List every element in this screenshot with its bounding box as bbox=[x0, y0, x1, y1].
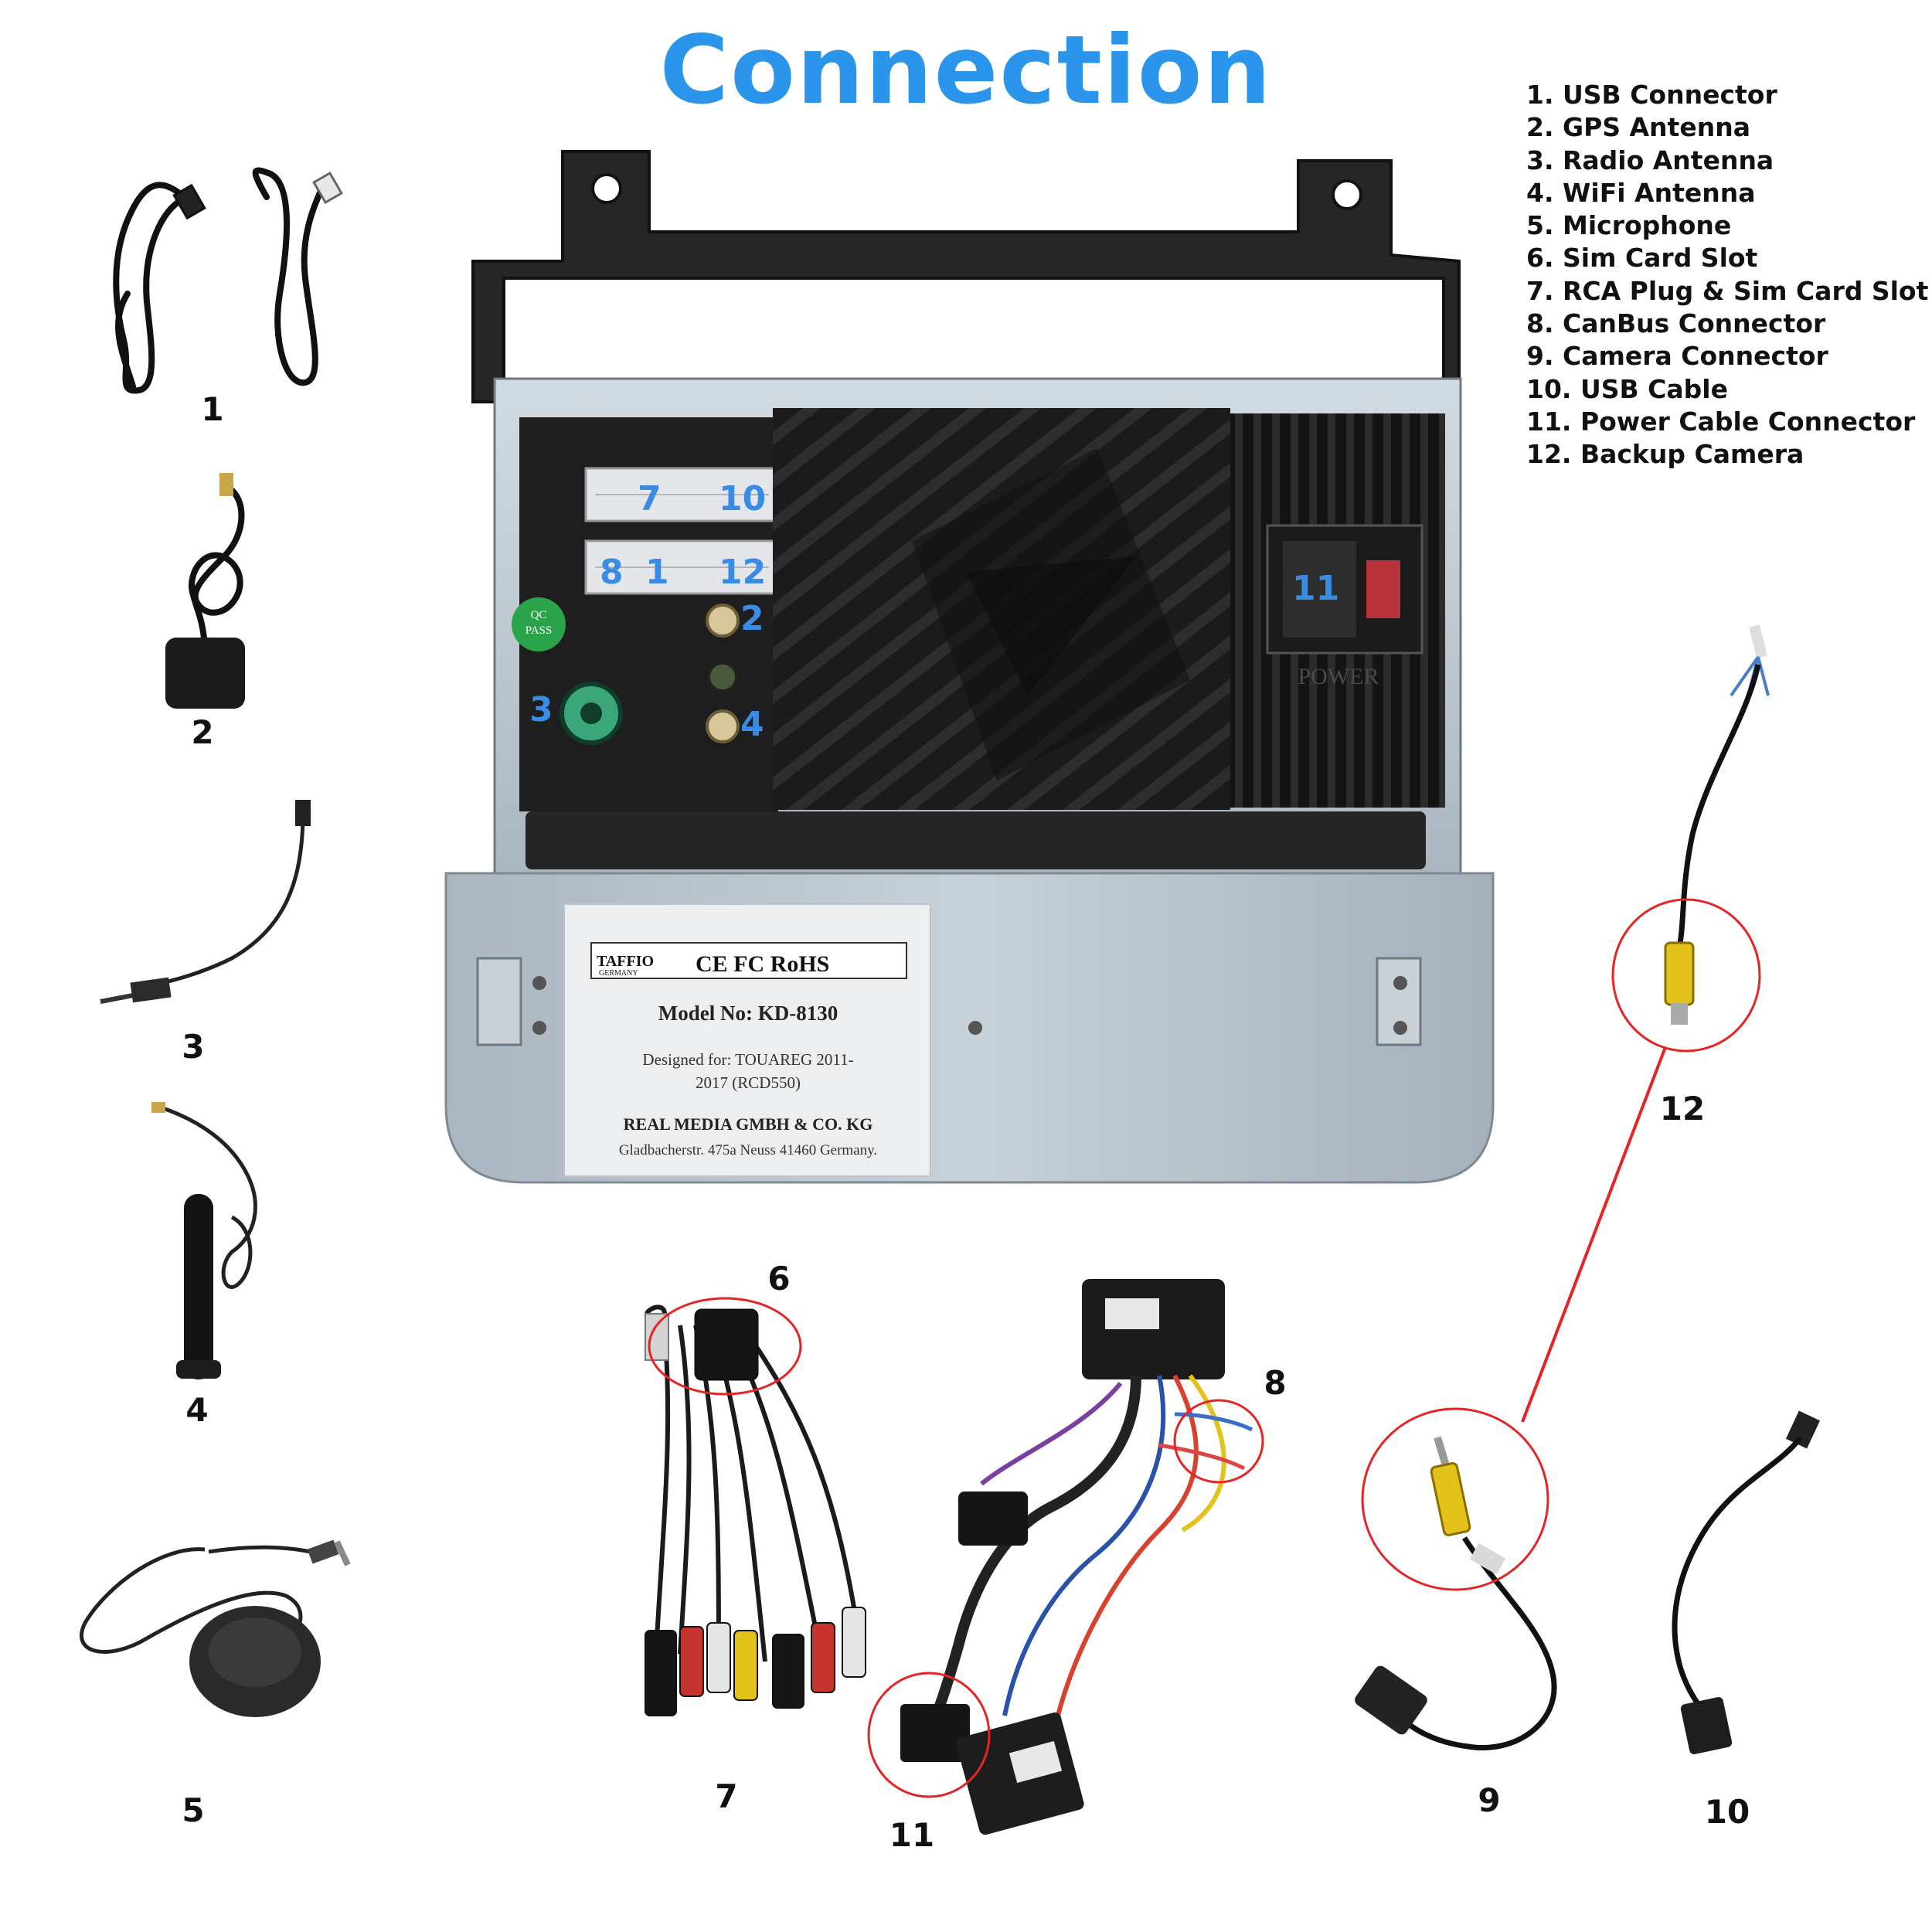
legend-item: 10. USB Cable bbox=[1526, 373, 1728, 404]
head-unit: QC PASS POWER bbox=[444, 150, 1495, 1184]
power-text: POWER bbox=[1298, 664, 1379, 689]
microphone bbox=[80, 1539, 351, 1717]
gps-puck bbox=[165, 638, 245, 709]
component-number-12: 12 bbox=[1659, 1090, 1706, 1128]
gps-socket bbox=[706, 604, 740, 638]
port-label-12: 12 bbox=[719, 553, 767, 592]
bracket-hole bbox=[591, 173, 622, 204]
backup-camera-cable bbox=[1664, 624, 1770, 1025]
power-connector bbox=[900, 1704, 970, 1762]
qc-text: QC bbox=[531, 609, 547, 621]
qc-text: PASS bbox=[526, 624, 552, 637]
usb-plug bbox=[1680, 1697, 1733, 1754]
mounting-bracket bbox=[471, 150, 1461, 403]
canbus-power-harness bbox=[900, 1279, 1253, 1835]
component-number-5: 5 bbox=[182, 1791, 205, 1829]
legend-item: 1. USB Connector bbox=[1526, 80, 1777, 110]
port-label-4: 4 bbox=[740, 705, 764, 744]
company-text: REAL MEDIA GMBH & CO. KG bbox=[624, 1114, 873, 1134]
rca-sim-harness bbox=[644, 1304, 866, 1716]
rca-plug-yellow bbox=[1664, 941, 1695, 1006]
designed-text: Designed for: TOUAREG 2011- bbox=[642, 1050, 853, 1069]
legend-item: 3. Radio Antenna bbox=[1526, 145, 1774, 175]
legend: 1. USB Connector 2. GPS Antenna 3. Radio… bbox=[1526, 79, 1928, 471]
component-number-9: 9 bbox=[1478, 1781, 1501, 1819]
legend-item: 8. CanBus Connector bbox=[1526, 308, 1826, 339]
4g-socket bbox=[707, 662, 738, 692]
usb-cable bbox=[1672, 1410, 1821, 1754]
port-label-10: 10 bbox=[719, 479, 767, 519]
component-number-11: 11 bbox=[889, 1816, 935, 1854]
component-number-2: 2 bbox=[191, 713, 214, 751]
component-number-6: 6 bbox=[767, 1260, 791, 1298]
qc-sticker bbox=[512, 597, 566, 651]
component-number-1: 1 bbox=[201, 390, 224, 428]
highlight-circle-9 bbox=[1361, 1407, 1549, 1591]
address-text: Gladbacherstr. 475a Neuss 41460 Germany. bbox=[619, 1142, 877, 1158]
port-label-11: 11 bbox=[1292, 569, 1340, 608]
side-clip bbox=[476, 957, 522, 1046]
wifi-antenna-body bbox=[184, 1194, 213, 1379]
port-label-3: 3 bbox=[529, 690, 553, 730]
highlight-circle-12 bbox=[1611, 898, 1761, 1053]
legend-item: 4. WiFi Antenna bbox=[1526, 177, 1756, 208]
port-label-7: 7 bbox=[638, 479, 662, 519]
highlight-circle-6 bbox=[648, 1297, 802, 1396]
legend-item: 9. Camera Connector bbox=[1526, 341, 1828, 372]
component-number-8: 8 bbox=[1264, 1364, 1287, 1402]
wifi-socket bbox=[706, 709, 740, 743]
port-label-8: 8 bbox=[600, 553, 624, 592]
gps-antenna bbox=[165, 473, 245, 709]
brand-text: TAFFIO bbox=[597, 953, 654, 970]
legend-item: 5. Microphone bbox=[1526, 210, 1732, 241]
cert-text: CE FC RoHS bbox=[696, 951, 829, 977]
highlight-marks bbox=[648, 898, 1761, 1798]
legend-item: 11. Power Cable Connector bbox=[1526, 406, 1916, 437]
unit-lip bbox=[526, 811, 1426, 869]
camera-connector-cable bbox=[1355, 1436, 1557, 1750]
bracket-hole bbox=[1332, 179, 1362, 210]
designed-text: 2017 (RCD550) bbox=[696, 1073, 801, 1092]
connector-link-line bbox=[1521, 1046, 1667, 1423]
highlight-circle-8 bbox=[1173, 1399, 1264, 1484]
legend-item: 7. RCA Plug & Sim Card Slot bbox=[1526, 275, 1929, 306]
component-number-10: 10 bbox=[1704, 1793, 1750, 1831]
radio-antenna-adapter bbox=[100, 800, 311, 1004]
page-title: Connection bbox=[659, 15, 1273, 125]
port-label-2: 2 bbox=[740, 599, 764, 638]
component-number-4: 4 bbox=[185, 1391, 209, 1429]
legend-item: 12. Backup Camera bbox=[1526, 439, 1804, 470]
highlight-circle-11 bbox=[867, 1672, 991, 1798]
brand-sub-text: GERMANY bbox=[599, 969, 638, 978]
legend-item: 6. Sim Card Slot bbox=[1526, 243, 1758, 274]
legend-item: 2. GPS Antenna bbox=[1526, 112, 1750, 143]
usb-connector-cables bbox=[113, 167, 343, 394]
port-label-1: 1 bbox=[645, 553, 669, 592]
camera-plug bbox=[1355, 1665, 1427, 1735]
component-number-7: 7 bbox=[715, 1777, 738, 1815]
wifi-antenna bbox=[151, 1102, 257, 1379]
model-text: Model No: KD-8130 bbox=[658, 1002, 838, 1025]
component-number-3: 3 bbox=[182, 1028, 205, 1066]
